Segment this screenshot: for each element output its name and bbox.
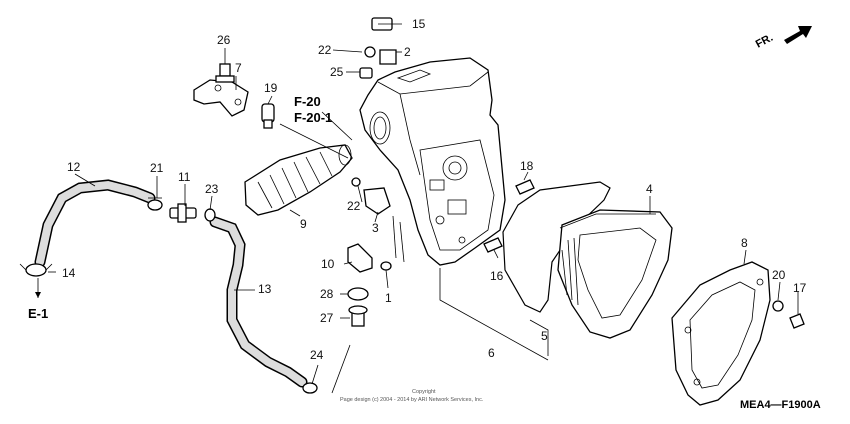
clip-23 — [204, 208, 216, 222]
part-label[interactable]: 19 — [264, 81, 278, 95]
e1-arrow-icon — [35, 292, 41, 298]
part-label[interactable]: 25 — [330, 65, 344, 79]
part-label[interactable]: 9 — [300, 217, 307, 231]
part-label[interactable]: 3 — [372, 221, 379, 235]
nut-25 — [359, 67, 373, 79]
plug-19 — [261, 103, 275, 129]
copyright-line-2: Page design (c) 2004 - 2014 by ARI Netwo… — [340, 397, 484, 403]
nut-28 — [347, 287, 369, 301]
part-label[interactable]: 18 — [520, 159, 534, 173]
reference-e1[interactable]: E-1 — [28, 306, 48, 321]
part-label[interactable]: 5 — [541, 329, 548, 343]
part-label[interactable]: 11 — [178, 170, 191, 184]
part-label[interactable]: 20 — [772, 268, 786, 282]
part-label[interactable]: 1 — [385, 291, 392, 305]
part-label[interactable]: 13 — [258, 282, 272, 296]
part-label[interactable]: 24 — [310, 348, 324, 362]
part-label[interactable]: 15 — [412, 17, 426, 31]
part-label[interactable]: 8 — [741, 236, 748, 250]
part-label[interactable]: 21 — [150, 161, 164, 175]
air-filter-element — [557, 209, 673, 339]
screw-18 — [515, 179, 535, 195]
front-arrow-icon — [784, 26, 812, 44]
clip-21 — [147, 197, 163, 211]
washer-20 — [772, 300, 784, 312]
part-label[interactable]: 27 — [320, 311, 334, 325]
clip-2 — [379, 49, 397, 65]
bolt-26 — [215, 63, 235, 83]
part-label[interactable]: 2 — [404, 45, 411, 59]
part-label[interactable]: 16 — [490, 269, 504, 283]
clip-24 — [302, 382, 318, 394]
air-cleaner-case — [359, 57, 506, 266]
bracket-7 — [193, 79, 249, 117]
part-label[interactable]: 22 — [347, 199, 361, 213]
clip-1 — [380, 261, 392, 271]
part-label[interactable]: 26 — [217, 33, 231, 47]
part-label[interactable]: 6 — [488, 346, 495, 360]
joint-11 — [169, 203, 197, 223]
tube-12-outline — [34, 179, 156, 268]
part-label[interactable]: 22 — [318, 43, 332, 57]
tube-13-fill — [211, 218, 306, 386]
part-label[interactable]: 17 — [793, 281, 807, 295]
screw-16 — [483, 237, 503, 253]
screw-22-lower — [351, 177, 361, 187]
screw-17 — [789, 313, 805, 329]
screw-22-top — [364, 46, 376, 58]
clip-14 — [19, 263, 53, 277]
part-labels: 22 2 25 15 26 7 19 12 21 11 23 14 13 24 … — [62, 17, 807, 362]
part-label[interactable]: 7 — [235, 61, 242, 75]
part-label[interactable]: 10 — [321, 257, 335, 271]
part-label[interactable]: 14 — [62, 266, 76, 280]
front-direction-indicator: FR. — [754, 26, 812, 51]
copyright-line-1: Copyright — [412, 389, 436, 395]
part-label[interactable]: 28 — [320, 287, 334, 301]
gasket-shape — [502, 181, 611, 313]
reference-f20[interactable]: F-20 — [294, 94, 321, 109]
connecting-tube — [244, 144, 353, 216]
air-cleaner-cover — [671, 261, 771, 406]
part-label[interactable]: 4 — [646, 182, 653, 196]
front-direction-label: FR. — [754, 32, 775, 51]
part-label[interactable]: 23 — [205, 182, 219, 196]
reference-f20-1[interactable]: F-20-1 — [294, 110, 332, 125]
elbow-10 — [347, 243, 373, 273]
tube-12-fill — [36, 180, 154, 266]
part-label[interactable]: 12 — [67, 160, 81, 174]
bolt-27 — [348, 305, 368, 327]
leader-lines — [37, 23, 799, 394]
bracket-3 — [363, 187, 391, 215]
diagram-code: MEA4—F1900A — [740, 399, 821, 411]
